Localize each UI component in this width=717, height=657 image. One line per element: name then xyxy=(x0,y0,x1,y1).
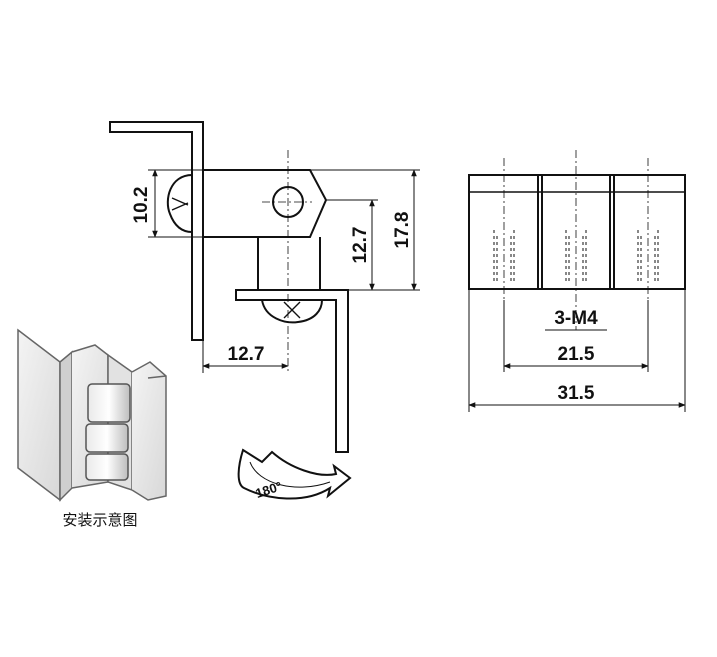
thread-label: 3-M4 xyxy=(554,308,598,329)
knuckle-bottom xyxy=(85,453,129,481)
upper-screw-head xyxy=(166,174,193,233)
installation-illustration xyxy=(17,328,167,502)
knuckle-mid xyxy=(85,423,129,453)
side-dimension-lines xyxy=(148,169,420,373)
dim-21-5-label: 21.5 xyxy=(558,344,595,365)
upper-knuckle xyxy=(203,169,328,238)
upper-leaf xyxy=(109,121,204,341)
dim-10-2-label: 10.2 xyxy=(131,187,152,224)
front-center-lines xyxy=(503,150,649,330)
front-dimension-lines xyxy=(468,289,686,412)
threaded-holes xyxy=(493,230,659,282)
dim-12-7-horizontal-label: 12.7 xyxy=(228,344,265,365)
knuckle-right xyxy=(613,174,686,290)
rotation-arrow xyxy=(237,448,352,500)
installation-caption: 安装示意图 xyxy=(62,511,137,529)
dim-12-7-vertical-label: 12.7 xyxy=(350,227,371,264)
dim-17-8-label: 17.8 xyxy=(392,212,413,249)
lower-screw-head xyxy=(261,299,323,324)
knuckle-top xyxy=(87,383,131,423)
hinge-front-view xyxy=(468,174,686,290)
lower-leaf xyxy=(235,289,349,453)
knuckle-left xyxy=(468,174,539,290)
side-center-lines xyxy=(262,150,312,372)
dim-31-5-label: 31.5 xyxy=(558,383,595,404)
lower-knuckle xyxy=(257,237,321,290)
